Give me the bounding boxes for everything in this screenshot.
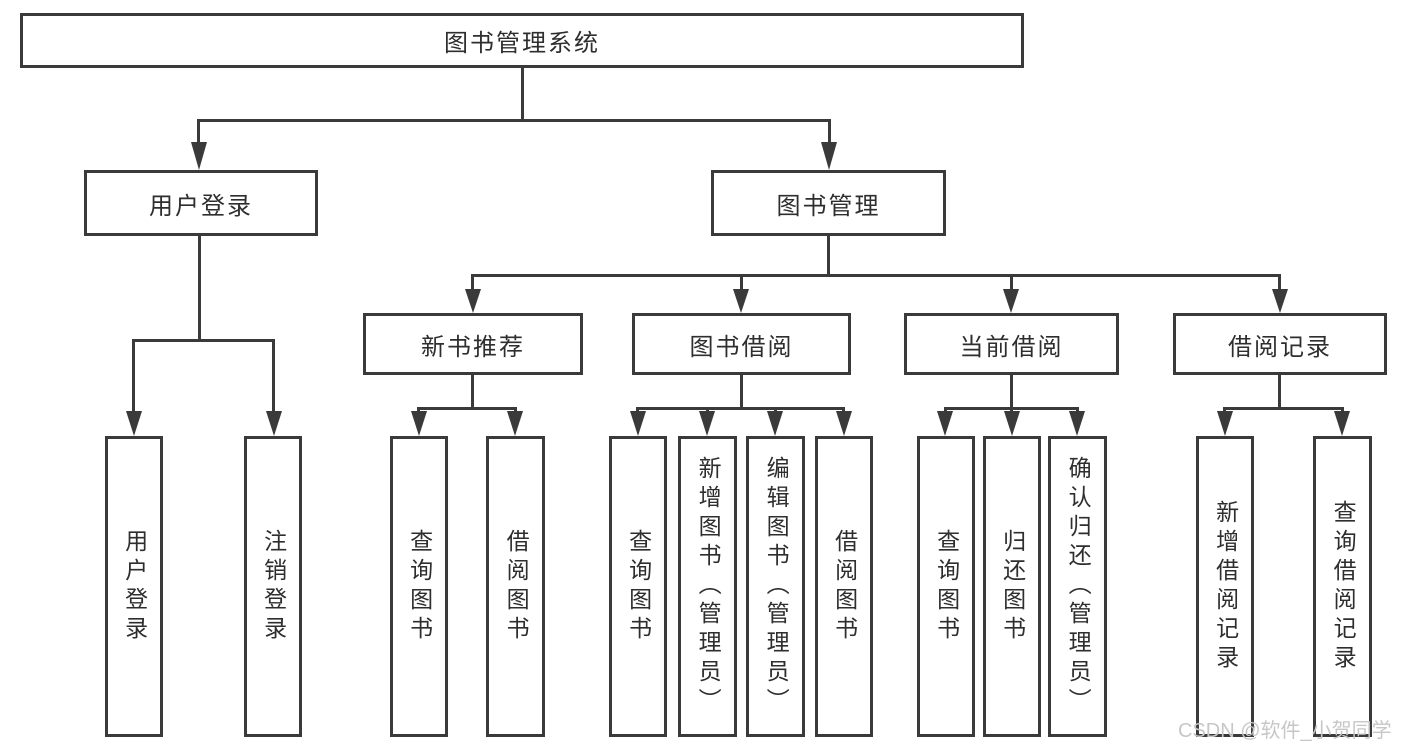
- connector-book-borrow-stem: [740, 375, 743, 410]
- node-label: 图书管理: [776, 192, 881, 220]
- leaf-label: 借阅图书: [831, 528, 858, 645]
- leaf-query-books-current: 查询图书: [917, 436, 975, 737]
- node-book-management: 图书管理: [711, 170, 946, 236]
- leaf-label: 查询借阅记录: [1330, 499, 1357, 674]
- arrow-down: [411, 411, 427, 436]
- connector-drop-new-book: [471, 274, 474, 292]
- connector-drop-book-management: [828, 119, 831, 145]
- connector-drop-borrow-records: [1278, 274, 1281, 292]
- node-library-management-system: 图书管理系统: [20, 13, 1024, 68]
- leaf-label: 查询图书: [406, 528, 433, 645]
- arrow-down: [507, 411, 523, 436]
- node-new-book-recommend: 新书推荐: [363, 313, 583, 375]
- arrow-down: [266, 411, 282, 436]
- connector-book-management-stem: [827, 236, 830, 277]
- arrow-down: [821, 142, 837, 170]
- leaf-edit-books-admin: 编辑图书（管理员）: [746, 436, 805, 737]
- node-label: 新书推荐: [421, 333, 525, 361]
- connector-user-login-rail: [132, 339, 275, 342]
- connector-current-borrow-stem: [1010, 375, 1013, 410]
- arrow-down: [1272, 289, 1288, 313]
- node-user-login: 用户登录: [84, 170, 318, 236]
- leaf-user-login: 用户登录: [105, 436, 163, 737]
- connector-drop-book-borrow: [740, 274, 743, 292]
- leaf-return-books: 归还图书: [983, 436, 1041, 737]
- leaf-label: 用户登录: [121, 528, 148, 645]
- leaf-borrow-books-recommend: 借阅图书: [486, 436, 545, 737]
- arrow-down: [836, 411, 852, 436]
- leaf-label: 编辑图书（管理员）: [763, 456, 790, 717]
- node-label: 借阅记录: [1228, 333, 1332, 361]
- leaf-query-borrow-record: 查询借阅记录: [1313, 436, 1372, 737]
- leaf-label: 注销登录: [260, 528, 287, 645]
- connector-book-management-rail: [471, 274, 1281, 277]
- node-label: 用户登录: [149, 192, 253, 220]
- arrow-down: [465, 289, 481, 313]
- connector-drop-user-login: [197, 119, 200, 145]
- leaf-borrow-books: 借阅图书: [815, 436, 873, 737]
- leaf-add-borrow-record: 新增借阅记录: [1196, 436, 1254, 737]
- node-label: 当前借阅: [959, 333, 1064, 361]
- arrow-down: [937, 411, 953, 436]
- leaf-label: 归还图书: [999, 528, 1026, 645]
- leaf-label: 新增图书（管理员）: [695, 456, 722, 717]
- connector-new-book-rail: [417, 407, 517, 410]
- arrow-down: [191, 142, 207, 170]
- leaf-label: 确认归还（管理员）: [1065, 456, 1092, 717]
- node-borrowing-records: 借阅记录: [1173, 313, 1387, 375]
- leaf-add-books-admin: 新增图书（管理员）: [678, 436, 737, 737]
- node-label: 图书借阅: [689, 333, 794, 361]
- arrow-down: [1217, 411, 1233, 436]
- node-current-borrowing: 当前借阅: [904, 313, 1119, 375]
- leaf-confirm-return-admin: 确认归还（管理员）: [1048, 436, 1107, 737]
- arrow-down: [630, 411, 646, 436]
- connector-drop-leaf: [132, 339, 135, 415]
- arrow-down: [733, 289, 749, 313]
- csdn-watermark: CSDN @软件_小贺同学: [1178, 720, 1392, 742]
- connector-drop-current-borrow: [1010, 274, 1013, 292]
- connector-root-stem: [521, 68, 524, 122]
- connector-drop-leaf: [272, 339, 275, 415]
- node-label: 图书管理系统: [444, 30, 600, 57]
- leaf-label: 借阅图书: [503, 528, 530, 645]
- connector-book-borrow-rail: [636, 407, 845, 410]
- connector-user-login-stem: [198, 236, 201, 342]
- connector-new-book-stem: [471, 375, 474, 410]
- leaf-query-books-recommend: 查询图书: [390, 436, 448, 737]
- leaf-logout: 注销登录: [244, 436, 302, 737]
- arrow-down: [767, 411, 783, 436]
- arrow-down: [1069, 411, 1085, 436]
- leaf-label: 新增借阅记录: [1212, 499, 1239, 674]
- leaf-label: 查询图书: [933, 528, 960, 645]
- connector-root-rail: [197, 119, 831, 122]
- node-book-borrowing: 图书借阅: [632, 313, 851, 375]
- connector-borrow-records-rail: [1223, 407, 1344, 410]
- arrow-down: [699, 411, 715, 436]
- arrow-down: [1003, 289, 1019, 313]
- connector-borrow-records-stem: [1278, 375, 1281, 410]
- arrow-down: [1334, 411, 1350, 436]
- leaf-query-books-borrowing: 查询图书: [609, 436, 667, 737]
- arrow-down: [126, 411, 142, 436]
- arrow-down: [1004, 411, 1020, 436]
- leaf-label: 查询图书: [625, 528, 652, 645]
